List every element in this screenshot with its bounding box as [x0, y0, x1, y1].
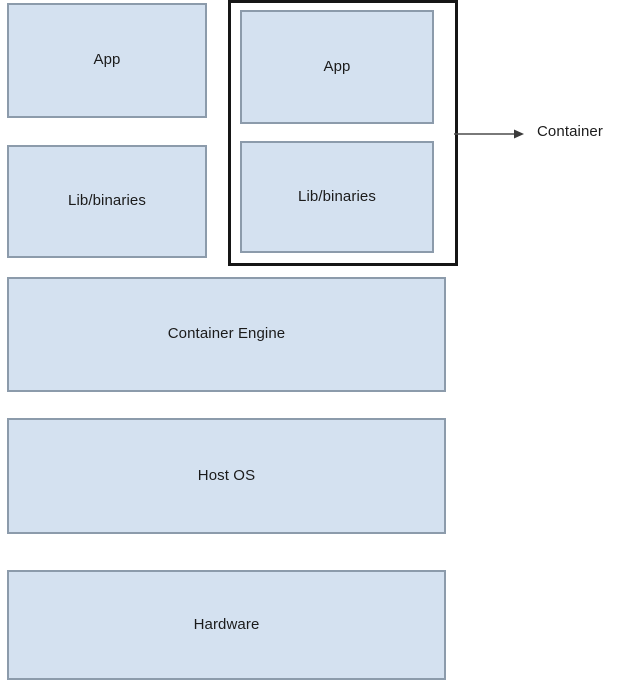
box-label: Lib/binaries	[68, 192, 146, 210]
box-lib-binaries-container: Lib/binaries	[240, 141, 434, 253]
box-label: Lib/binaries	[298, 187, 376, 205]
box-app-container: App	[240, 10, 434, 124]
box-label: Container Engine	[167, 325, 286, 343]
box-hardware: Hardware	[7, 570, 446, 680]
box-lib-binaries-left: Lib/binaries	[7, 145, 207, 258]
box-app-left: App	[7, 3, 207, 118]
box-container-engine: Container Engine	[7, 277, 446, 392]
box-label: App	[93, 51, 121, 69]
callout-label-container: Container	[537, 123, 603, 140]
box-label: App	[323, 57, 351, 75]
box-label: Hardware	[193, 615, 260, 633]
arrow-right-icon	[454, 129, 524, 139]
box-host-os: Host OS	[7, 418, 446, 534]
box-label: Host OS	[197, 466, 256, 484]
